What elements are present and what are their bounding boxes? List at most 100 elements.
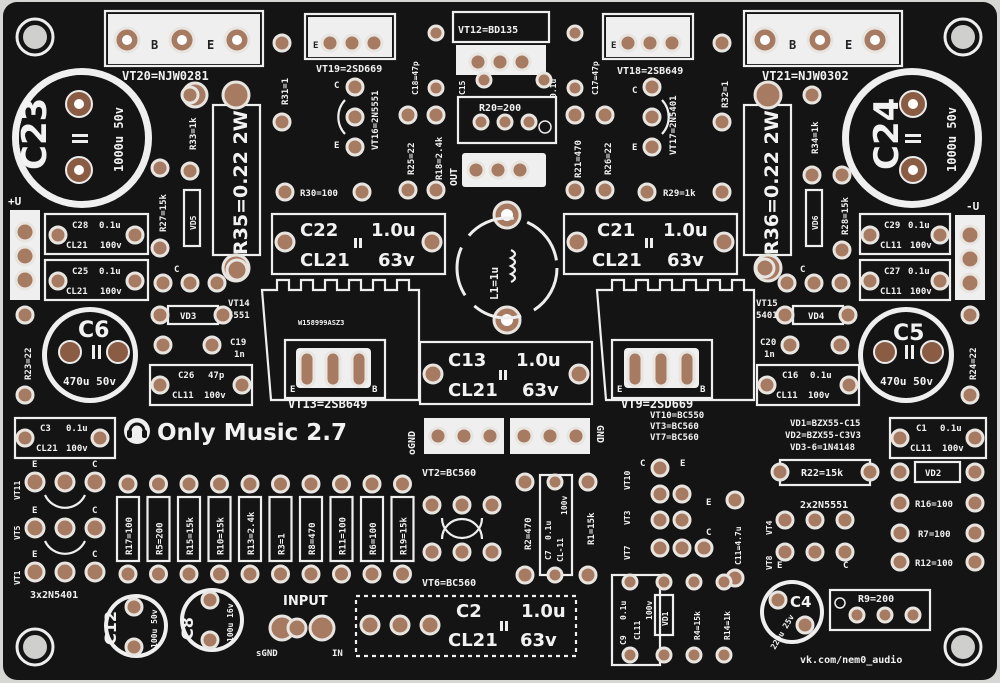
board-title: Only Music 2.7 (124, 418, 347, 446)
gnd-label: GND (594, 425, 605, 443)
r24-label: R24=22 (969, 347, 979, 380)
r9-trimmer: R9=200 (828, 588, 932, 632)
c18-label: C18=47p (411, 61, 420, 95)
c3-value: 0.1u (66, 424, 88, 434)
c24-capacitor: C24 1000u 50v (842, 68, 982, 208)
r22-resistor: R22=15k (770, 458, 880, 487)
c19-value: 1n (234, 350, 245, 360)
c2-type: CL21 (448, 630, 498, 651)
row-resistor-pad-bottom (210, 564, 229, 584)
c26-name: C26 (178, 371, 194, 381)
vt21-label: VT21=NJW0302 (762, 69, 849, 83)
c16-capacitor: C16 0.1u CL11 100v (755, 363, 861, 407)
c3-type: CL21 (36, 444, 58, 454)
c3-volt: 100v (66, 444, 88, 454)
c26-capacitor: C26 47p CL11 100v (148, 363, 254, 407)
row-resistor-outline (298, 495, 324, 563)
minus-u-label: -U (966, 200, 980, 213)
vt17-pin-c: C (632, 86, 637, 96)
r12-resistor: R12=100 (890, 552, 985, 572)
c1-capacitor: C1 0.1u CL11 100v (888, 416, 988, 460)
vt13-pin-e: E (290, 385, 295, 395)
serial-number: W158999ASZ3 (298, 319, 344, 327)
r28-label: R28=15k (841, 196, 851, 235)
ognd-label: oGND (407, 431, 418, 455)
r31-label: R31=1 (281, 78, 291, 105)
r23-label: R23=22 (24, 347, 34, 380)
vt15-pin-c: C (800, 265, 805, 275)
c29-value: 0.1u (908, 221, 930, 231)
vt21-footprint: B E VT21=NJW0302 (742, 9, 904, 83)
row-resistor-pad-top (362, 474, 382, 494)
vt15-transistor: C VT15 5401 (754, 257, 851, 321)
vt11-pin-e: E (32, 460, 37, 470)
c16-volt: 100v (808, 391, 830, 401)
row-resistor-label: R19=15k (400, 516, 410, 555)
c21-value: 1.0u (663, 220, 708, 241)
vt14-transistor: C VT14 5551 (153, 258, 250, 321)
row-resistor-outline (146, 495, 171, 563)
r27-label: R27=15k (159, 193, 169, 232)
r26-label: R26=22 (604, 142, 614, 175)
vd-note-0: VD1=BZX55-C15 (790, 419, 860, 429)
r31-resistor: R31=1 (272, 33, 292, 132)
mounting-holes (15, 17, 983, 667)
vd3-diode: VD3 (150, 304, 233, 326)
c9-value: 0.1u (619, 601, 628, 620)
row-resistor-pad-bottom (301, 564, 321, 584)
r29-label: R29=1k (663, 189, 696, 199)
c24-value: 1000u 50v (945, 107, 959, 172)
vt9-heatsink: E B VT9=2SD669 (595, 278, 756, 411)
c23-capacitor: C23 1000u 50v (12, 68, 152, 208)
c12-name: C12 (101, 611, 120, 645)
r33-resistor: R33=1k (180, 85, 200, 181)
row-resistor-8: R6=100 (359, 474, 385, 584)
c22-capacitor: C22 1.0u CL21 63v (270, 212, 447, 276)
c9-type: CL11 (633, 621, 642, 640)
c23-value: 1000u 50v (112, 107, 126, 172)
row-resistor-pad-top (210, 474, 229, 494)
r25-resistor: R25=22 (398, 105, 418, 200)
r30-label: R30=100 (300, 189, 338, 199)
row-resistor-pad-top (149, 474, 168, 494)
c16-type: CL11 (776, 391, 798, 401)
vt10-pin-e: E (680, 459, 685, 469)
r32-resistor: R32=1 (712, 33, 732, 132)
row-resistor-label: R11=100 (339, 517, 349, 555)
footer-url: vk.com/nem0_audio (800, 654, 902, 666)
r4-resistor: R4=15k (685, 573, 703, 664)
c9-volt: 100v (645, 601, 654, 620)
vt20-footprint: B E VT20=NJW0281 (103, 9, 265, 83)
c4-name: C4 (790, 593, 811, 611)
vt14-label: VT14 (228, 299, 250, 309)
vt16-pin-e: E (334, 141, 339, 151)
row-resistor-pad-top (179, 474, 199, 494)
vt8-pin-e: E (777, 561, 782, 571)
vt9-pin-e: E (617, 385, 622, 395)
row-resistor-2: R15=15k (176, 474, 202, 584)
row-resistor-pad-bottom (118, 564, 138, 584)
c7-type: CL-11 (556, 538, 565, 562)
r33-label: R33=1k (189, 117, 199, 150)
c7-name: C7 (544, 550, 553, 560)
vt10-transistor: VT10 C E (623, 458, 685, 530)
row-resistor-outline (268, 495, 293, 563)
r2-resistor: R2=470 (515, 472, 535, 585)
r21-resistor: R21=470 (565, 105, 585, 200)
r23-resistor: R23=22 (15, 305, 35, 405)
vt20-pin-e: E (207, 38, 214, 52)
vt15-type: 5401 (756, 311, 778, 321)
vt-note-1: VT3=BC560 (650, 422, 699, 432)
vt18-pin-e: E (611, 41, 616, 51)
vt19-pin-e: E (313, 41, 318, 51)
r1-resistor: R1=15k (578, 472, 598, 585)
vt12-label: VT12=BD135 (458, 25, 518, 36)
row-resistor-6: R8=470 (298, 474, 324, 584)
c12-capacitor: C12 100u 50v (101, 594, 168, 658)
row-resistor-label: R10=15k (217, 516, 227, 555)
c28-capacitor: C28 0.1u CL21 100v (43, 212, 150, 256)
c8-capacitor: C8 100u 16v (178, 588, 244, 652)
c15-name: C15 (458, 80, 467, 95)
r29-resistor: R29=1k (637, 182, 732, 202)
